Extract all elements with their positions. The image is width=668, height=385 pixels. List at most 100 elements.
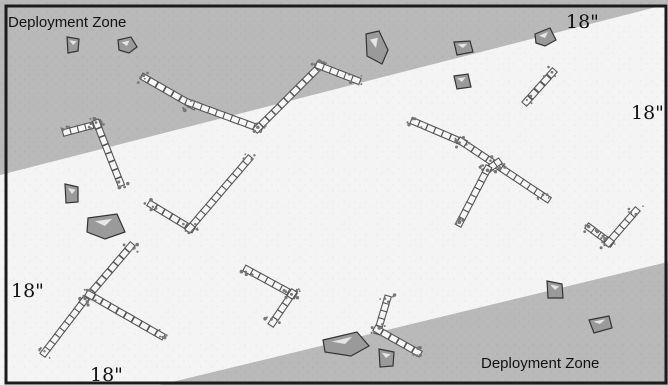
- rubble: [551, 71, 554, 74]
- rubble: [89, 288, 92, 291]
- rubble: [458, 217, 461, 220]
- rubble: [144, 202, 147, 205]
- rock: [454, 74, 471, 89]
- rubble: [253, 130, 256, 133]
- rubble: [543, 75, 546, 78]
- rubble: [600, 246, 603, 249]
- rubble: [133, 246, 136, 249]
- rubble: [455, 222, 458, 225]
- rubble: [140, 76, 143, 79]
- rubble: [384, 325, 386, 327]
- rubble: [163, 336, 167, 340]
- rubble: [166, 334, 168, 336]
- rubble: [144, 78, 146, 80]
- rubble: [585, 224, 587, 226]
- rubble: [126, 182, 129, 185]
- rubble: [358, 83, 360, 85]
- rubble: [94, 299, 96, 301]
- rubble: [393, 293, 396, 296]
- rubble: [83, 297, 86, 300]
- rubble: [600, 237, 602, 239]
- rubble: [89, 118, 91, 120]
- rubble: [416, 347, 419, 350]
- rubble: [296, 296, 299, 299]
- rubble: [629, 211, 632, 214]
- rubble: [311, 63, 314, 66]
- rubble: [66, 126, 68, 128]
- rubble: [123, 244, 126, 247]
- rubble: [526, 99, 528, 101]
- rubble: [462, 136, 465, 139]
- rubble: [244, 271, 247, 274]
- rubble: [387, 300, 390, 303]
- rubble: [182, 107, 184, 109]
- rubble: [102, 123, 105, 126]
- measurement-bottom: 18": [90, 364, 123, 385]
- rock: [379, 349, 394, 367]
- rubble: [595, 229, 599, 233]
- rubble: [490, 155, 493, 158]
- rubble: [614, 243, 616, 245]
- rubble: [461, 219, 464, 222]
- rubble: [530, 95, 532, 97]
- rubble: [349, 81, 352, 84]
- rubble: [142, 74, 145, 77]
- rubble: [285, 290, 288, 293]
- rubble: [123, 186, 126, 189]
- rubble: [296, 289, 298, 291]
- rubble: [182, 223, 185, 226]
- rubble: [86, 303, 89, 306]
- rubble: [256, 126, 258, 128]
- measurement-top-right: 18": [566, 11, 599, 33]
- rubble: [416, 354, 419, 357]
- rubble: [159, 336, 161, 338]
- rubble: [458, 220, 462, 224]
- rubble: [420, 126, 422, 128]
- rubble: [413, 117, 416, 120]
- rubble: [587, 225, 590, 228]
- rubble: [60, 127, 62, 129]
- rubble: [412, 353, 415, 356]
- rubble: [634, 213, 637, 216]
- rubble: [542, 194, 545, 197]
- rubble: [135, 243, 139, 247]
- rubble: [419, 354, 422, 357]
- rubble: [547, 66, 550, 69]
- rubble: [187, 231, 190, 234]
- rubble: [84, 289, 86, 291]
- rubble: [159, 329, 161, 331]
- rubble: [537, 199, 539, 201]
- rubble: [264, 125, 267, 128]
- rubble: [546, 193, 549, 196]
- rubble: [82, 295, 84, 297]
- rubble: [458, 141, 461, 144]
- rubble: [244, 153, 246, 155]
- rubble: [406, 121, 408, 123]
- rubble: [531, 102, 533, 104]
- rubble: [68, 126, 70, 128]
- measurement-left: 18": [11, 280, 44, 302]
- rubble: [380, 334, 382, 336]
- rubble: [480, 167, 482, 169]
- rubble: [146, 72, 149, 75]
- rubble: [503, 163, 505, 165]
- rubble: [278, 321, 281, 324]
- rubble: [155, 207, 158, 210]
- rubble: [240, 270, 244, 274]
- rubble: [554, 75, 556, 77]
- rubble: [489, 159, 492, 162]
- rubble: [190, 100, 192, 102]
- rubble: [299, 290, 301, 292]
- rubble: [361, 75, 363, 77]
- rubble: [360, 83, 362, 85]
- rubble: [197, 101, 199, 103]
- rubble: [290, 293, 293, 296]
- rubble: [150, 208, 153, 211]
- rubble: [486, 169, 490, 173]
- rubble: [603, 243, 606, 246]
- rubble: [89, 122, 92, 125]
- rubble: [493, 170, 495, 172]
- rock: [65, 184, 78, 203]
